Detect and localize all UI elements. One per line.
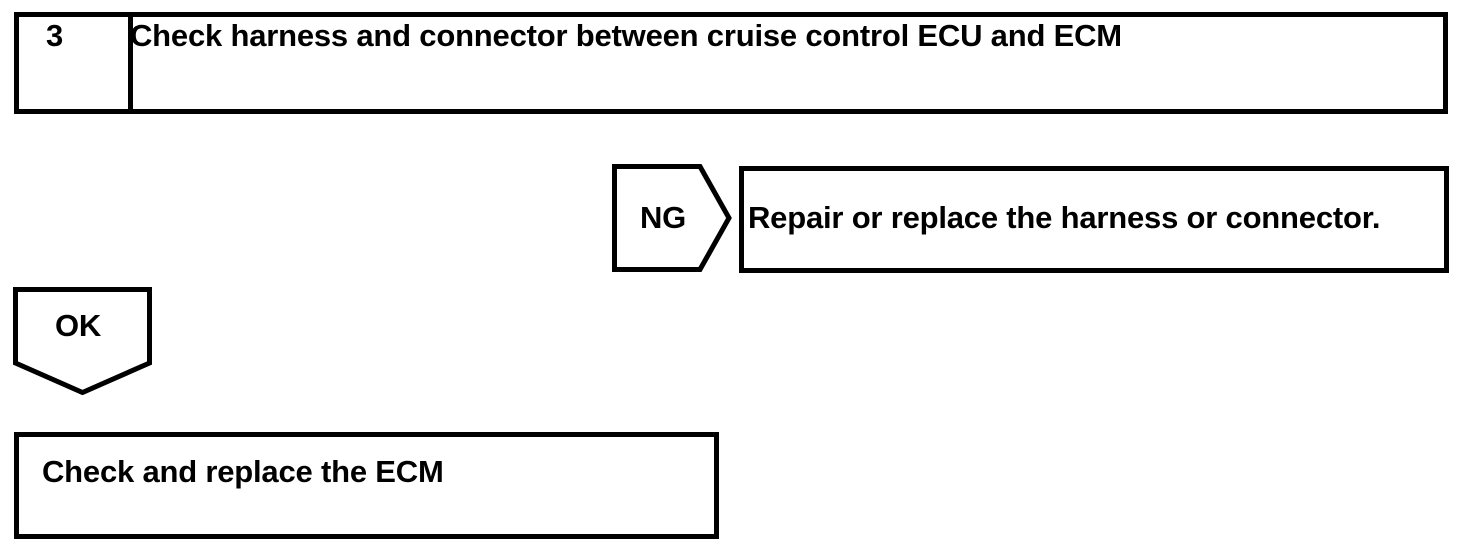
result-action-box [14,432,719,539]
ng-branch-label: NG [640,200,687,235]
ok-arrow-shape [13,287,152,395]
step-instruction-text: Check harness and connector between crui… [130,18,1122,53]
result-action-text: Check and replace the ECM [42,454,444,489]
step-3-box [14,12,1448,114]
ok-branch-label: OK [55,308,102,343]
ng-arrow-shape [612,164,732,272]
repair-action-text: Repair or replace the harness or connect… [748,200,1381,235]
repair-action-box [739,166,1449,273]
step-number: 3 [45,18,64,53]
step-cell-divider [128,17,133,109]
